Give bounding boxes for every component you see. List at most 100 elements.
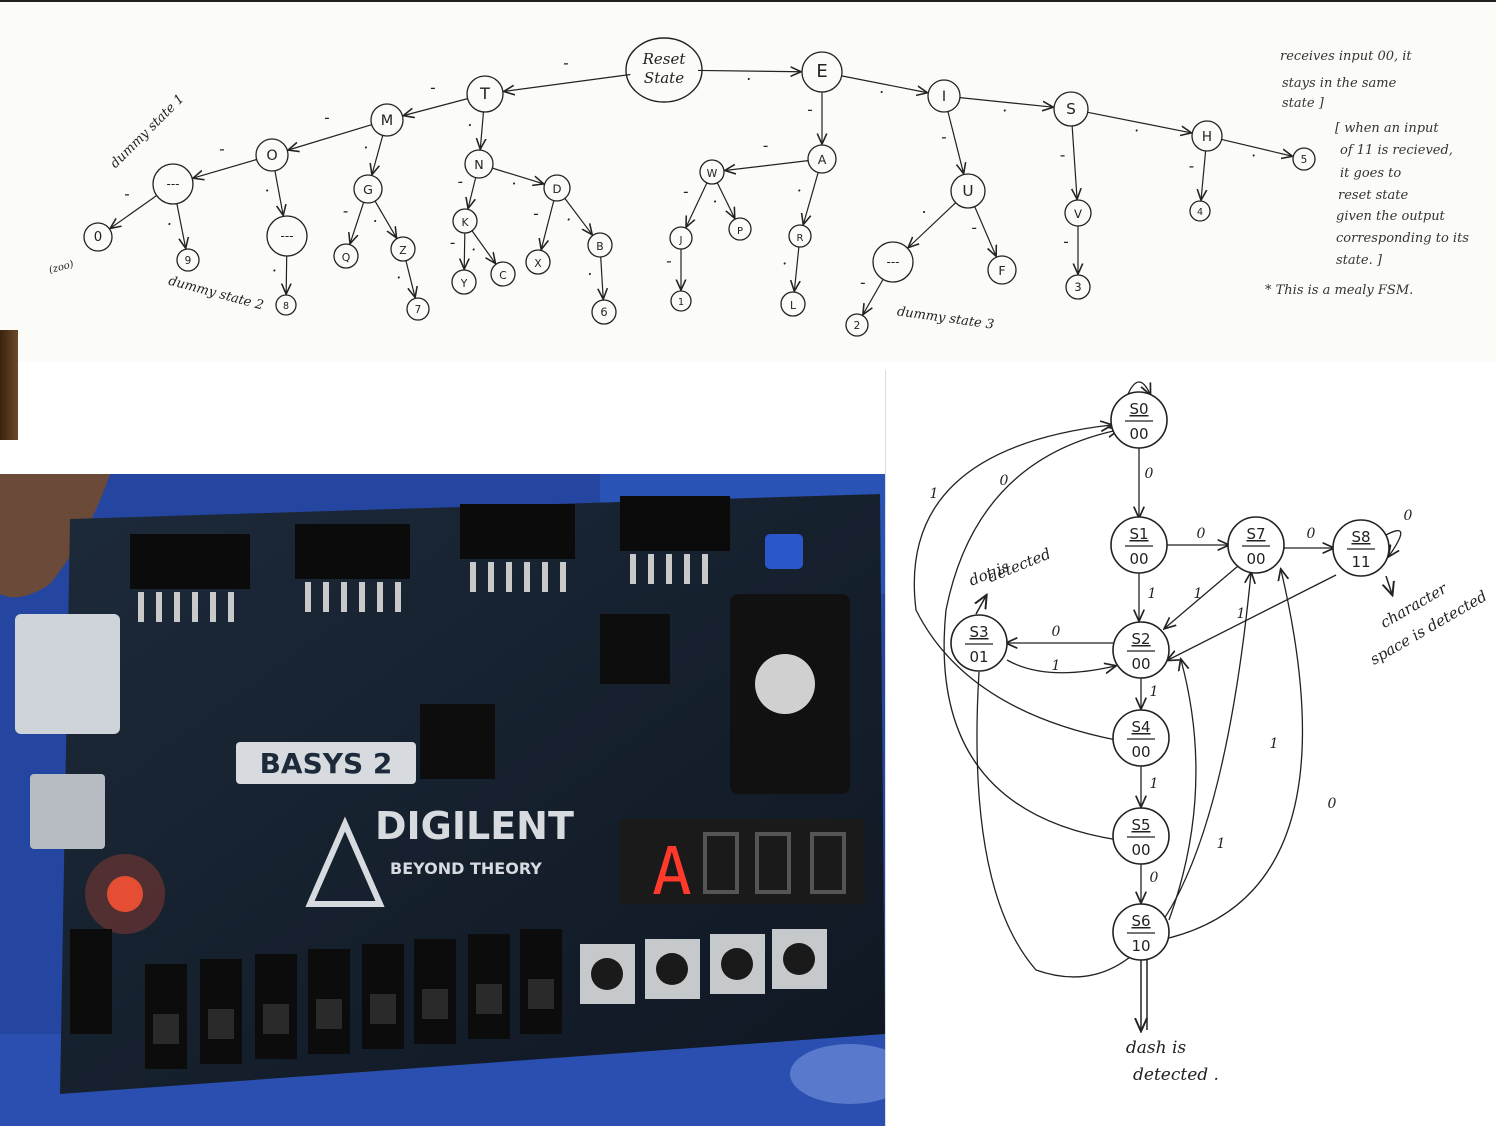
tree-edge bbox=[564, 198, 592, 233]
fsm-state-output: 00 bbox=[1129, 425, 1148, 443]
note-line: * This is a mealy FSM. bbox=[1265, 283, 1413, 298]
tree-edge bbox=[468, 177, 477, 208]
board-illustration: BASYS 2 DIGILENT BEYOND THEORY A bbox=[0, 474, 885, 1126]
dummy-state-node bbox=[266, 215, 308, 257]
tree-node-label: I bbox=[942, 89, 946, 105]
dummy-state-node bbox=[152, 163, 194, 205]
dummy-state-label: --- bbox=[887, 255, 900, 269]
tree-node-label: G bbox=[363, 182, 373, 197]
fsm-state bbox=[1112, 621, 1170, 679]
tree-edge-label: - bbox=[124, 184, 129, 203]
maker-tagline: BEYOND THEORY bbox=[390, 859, 542, 878]
tree-edge-label: . bbox=[746, 65, 751, 84]
fsm-transition-label: 1 bbox=[1150, 684, 1159, 700]
tree-node-label: S bbox=[1066, 100, 1076, 118]
fsm-state-name: S1 bbox=[1129, 525, 1148, 543]
fsm-state-output: 00 bbox=[1246, 550, 1265, 568]
fsm-state-name: S5 bbox=[1131, 816, 1150, 834]
tree-edge-label: - bbox=[533, 204, 538, 223]
fsm-state-name: S4 bbox=[1131, 718, 1150, 736]
tree-edge-label: . bbox=[566, 205, 571, 224]
fsm-state bbox=[1112, 807, 1170, 865]
reset-state-node bbox=[625, 37, 703, 103]
fsm-state-output: 00 bbox=[1131, 841, 1150, 859]
dummy-state-node bbox=[872, 241, 914, 283]
tree-node bbox=[406, 297, 430, 321]
tree-edge bbox=[350, 202, 365, 242]
fsm-transition-label: 0 bbox=[1000, 473, 1009, 489]
note-line: state. ] bbox=[1336, 253, 1383, 268]
tree-node bbox=[699, 159, 725, 185]
tree-node bbox=[669, 226, 693, 250]
tree-node bbox=[728, 217, 752, 241]
fsm-transition-label: 1 bbox=[1150, 776, 1159, 792]
tree-node-label: Z bbox=[399, 244, 406, 257]
tree-node bbox=[176, 248, 200, 272]
tree-node-label: 2 bbox=[854, 320, 861, 332]
tree-edge-label: - bbox=[343, 201, 348, 220]
tree-edge bbox=[804, 172, 819, 223]
tree-edge bbox=[176, 203, 186, 248]
tree-edge-label: . bbox=[1134, 116, 1139, 135]
tree-node-label: 3 bbox=[1074, 280, 1081, 294]
digilent-logo-icon bbox=[305, 816, 385, 907]
tree-edge bbox=[947, 111, 963, 173]
tree-node-label: Y bbox=[460, 277, 468, 290]
tree-edge-label: . bbox=[1002, 96, 1007, 115]
fsm-transition-label: 1 bbox=[1052, 658, 1061, 674]
tree-edge-label: - bbox=[941, 127, 946, 146]
tree-node-label: A bbox=[818, 152, 827, 167]
brand-label bbox=[236, 742, 416, 784]
fsm-state bbox=[950, 614, 1008, 672]
tree-node bbox=[670, 290, 692, 312]
tree-node bbox=[466, 75, 504, 113]
tree-node bbox=[333, 243, 359, 269]
fsm-state-output: 11 bbox=[1351, 553, 1370, 571]
slide-switches bbox=[70, 929, 562, 1069]
tree-node-label: 7 bbox=[415, 304, 422, 316]
dash-detected-label: detected . bbox=[1133, 1065, 1219, 1085]
fsm-transition-label: 1 bbox=[1237, 606, 1246, 622]
fsm-transition bbox=[1165, 565, 1239, 628]
dummy-state-label: --- bbox=[281, 229, 294, 243]
tree-edge bbox=[974, 206, 996, 256]
tree-edge-label: . bbox=[167, 210, 172, 229]
tree-node-label: L bbox=[790, 299, 796, 312]
tree-node bbox=[452, 208, 478, 234]
tree-node-label: T bbox=[479, 84, 490, 103]
note-line: reset state bbox=[1338, 188, 1408, 203]
tree-node bbox=[464, 149, 494, 179]
fsm-state-name: S8 bbox=[1351, 528, 1370, 546]
tree-edge bbox=[1201, 150, 1205, 199]
fsm-transition-label: 1 bbox=[1270, 736, 1279, 752]
fsm-transition bbox=[943, 430, 1118, 841]
tree-edge-label: . bbox=[467, 111, 472, 130]
table-edge bbox=[0, 330, 18, 440]
tree-node bbox=[801, 51, 843, 93]
tree-edge bbox=[464, 232, 465, 268]
tree-edge-label: - bbox=[666, 251, 671, 270]
tree-edge-label: . bbox=[396, 263, 401, 282]
tree-edge-label: . bbox=[1251, 141, 1256, 160]
reset-state-label: Reset bbox=[642, 50, 687, 68]
tree-edge-label: - bbox=[683, 181, 688, 200]
tree-edge bbox=[405, 260, 415, 297]
tree-edge-label: - bbox=[324, 108, 329, 127]
fsm-state bbox=[1110, 391, 1168, 449]
tree-node-label: N bbox=[474, 157, 483, 172]
note-line: [ when an input bbox=[1335, 121, 1439, 136]
fpga-board-photo: BASYS 2 DIGILENT BEYOND THEORY A bbox=[0, 474, 885, 1126]
ps2-knob bbox=[765, 534, 803, 569]
tree-edge-label: . bbox=[879, 78, 884, 97]
tree-node-label: O bbox=[266, 148, 277, 164]
tree-edge-label: . bbox=[363, 133, 368, 152]
fsm-transition-label: 1 bbox=[1148, 586, 1157, 602]
fsm-transition-label: 0 bbox=[1197, 526, 1206, 542]
fsm-transition-label: 0 bbox=[1052, 624, 1061, 640]
fsm-state-name: S0 bbox=[1129, 400, 1148, 418]
tree-edge-label: - bbox=[458, 172, 463, 191]
fsm-state-name: S7 bbox=[1246, 525, 1265, 543]
tree-edge bbox=[959, 97, 1052, 107]
